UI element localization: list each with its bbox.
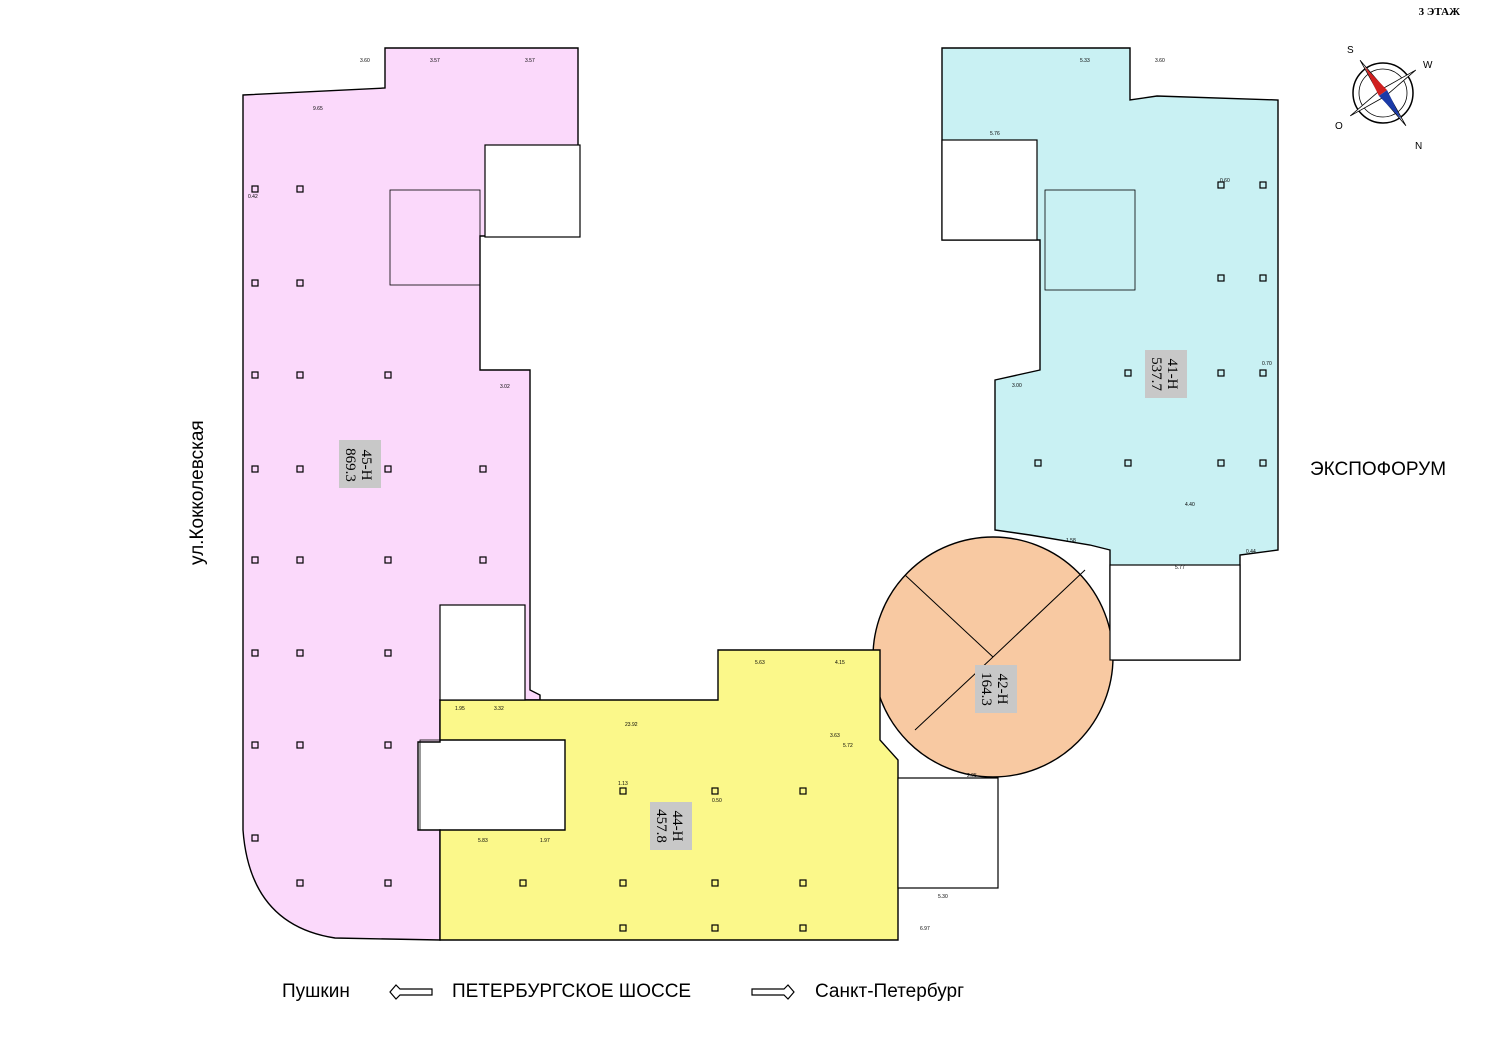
- svg-text:2.95: 2.95: [967, 773, 977, 779]
- svg-text:3.02: 3.02: [500, 384, 510, 390]
- unit-41-h-area: 537.7: [1148, 357, 1164, 391]
- stair-core-north-west: [484, 144, 581, 238]
- stair-core-west: [439, 604, 526, 701]
- svg-text:5.30: 5.30: [938, 894, 948, 900]
- compass-s: S: [1347, 45, 1354, 56]
- unit-45-h-shape[interactable]: [242, 47, 579, 941]
- street-left: ул.Кокколевская: [187, 420, 208, 565]
- unit-label-44-h[interactable]: 44-H 457.8: [650, 802, 692, 850]
- dimension-labels: 3.60 3.57 3.57 9.65 3.02 5.33 3.60 5.76 …: [248, 58, 1272, 932]
- svg-text:5.33: 5.33: [1080, 58, 1090, 64]
- road-label-left: Пушкин: [282, 981, 350, 1002]
- unit-45-h-code: 45-H: [358, 450, 374, 481]
- street-right: ЭКСПОФОРУМ: [1310, 459, 1447, 480]
- unit-44-h-area: 457.8: [653, 809, 669, 843]
- floor-label: 3 ЭТАЖ: [1418, 6, 1460, 18]
- svg-text:3.63: 3.63: [830, 733, 840, 739]
- svg-text:0.50: 0.50: [712, 798, 722, 804]
- unit-label-41-h[interactable]: 41-H 537.7: [1145, 350, 1187, 398]
- stair-core-north-east: [941, 139, 1038, 241]
- wc-blocks: [389, 189, 1136, 831]
- svg-text:0.44: 0.44: [1246, 549, 1256, 555]
- unit-42-h-area: 164.3: [978, 672, 994, 706]
- svg-text:3.57: 3.57: [430, 58, 440, 64]
- svg-text:3.60: 3.60: [1155, 58, 1165, 64]
- svg-text:3.00: 3.00: [1012, 383, 1022, 389]
- svg-text:6.97: 6.97: [920, 926, 930, 932]
- road-label-center: ПЕТЕРБУРГСКОЕ ШОССЕ: [452, 981, 692, 1002]
- svg-text:23.92: 23.92: [625, 722, 638, 728]
- unit-label-42-h[interactable]: 42-H 164.3: [975, 665, 1017, 713]
- svg-text:5.83: 5.83: [478, 838, 488, 844]
- svg-text:1.95: 1.95: [455, 706, 465, 712]
- arrow-left-icon: [389, 984, 433, 1000]
- unit-45-h-area: 869.3: [342, 448, 358, 482]
- svg-text:3.60: 3.60: [360, 58, 370, 64]
- svg-text:0.60: 0.60: [1220, 178, 1230, 184]
- stair-cores: [439, 139, 1241, 889]
- wall-layer: [242, 47, 1279, 941]
- svg-text:4.40: 4.40: [1185, 502, 1195, 508]
- unit-42-h-code: 42-H: [994, 674, 1010, 705]
- svg-text:1.58: 1.58: [1066, 538, 1076, 544]
- svg-text:1.97: 1.97: [540, 838, 550, 844]
- svg-text:1.13: 1.13: [618, 781, 628, 787]
- road-label-right: Санкт-Петербург: [815, 981, 965, 1002]
- svg-text:0.42: 0.42: [248, 194, 258, 200]
- compass-rose: S W O N: [1335, 45, 1433, 152]
- svg-text:5.63: 5.63: [755, 660, 765, 666]
- svg-text:5.76: 5.76: [990, 131, 1000, 137]
- arrow-right-icon: [751, 984, 795, 1000]
- svg-text:0.70: 0.70: [1262, 361, 1272, 367]
- compass-n: N: [1415, 141, 1422, 152]
- stair-core-south-east: [897, 777, 999, 889]
- svg-text:5.77: 5.77: [1175, 565, 1185, 571]
- road-arrows: [389, 984, 795, 1000]
- svg-text:9.65: 9.65: [313, 106, 323, 112]
- svg-text:3.32: 3.32: [494, 706, 504, 712]
- compass-o: O: [1335, 121, 1343, 132]
- stair-core-east: [1109, 564, 1241, 661]
- unit-44-h-code: 44-H: [669, 811, 685, 842]
- svg-text:3.57: 3.57: [525, 58, 535, 64]
- unit-label-45-h[interactable]: 45-H 869.3: [339, 440, 381, 488]
- svg-text:5.72: 5.72: [843, 743, 853, 749]
- svg-text:4.15: 4.15: [835, 660, 845, 666]
- columns: [251, 181, 1267, 932]
- compass-w: W: [1423, 60, 1433, 71]
- unit-41-h-code: 41-H: [1164, 359, 1180, 390]
